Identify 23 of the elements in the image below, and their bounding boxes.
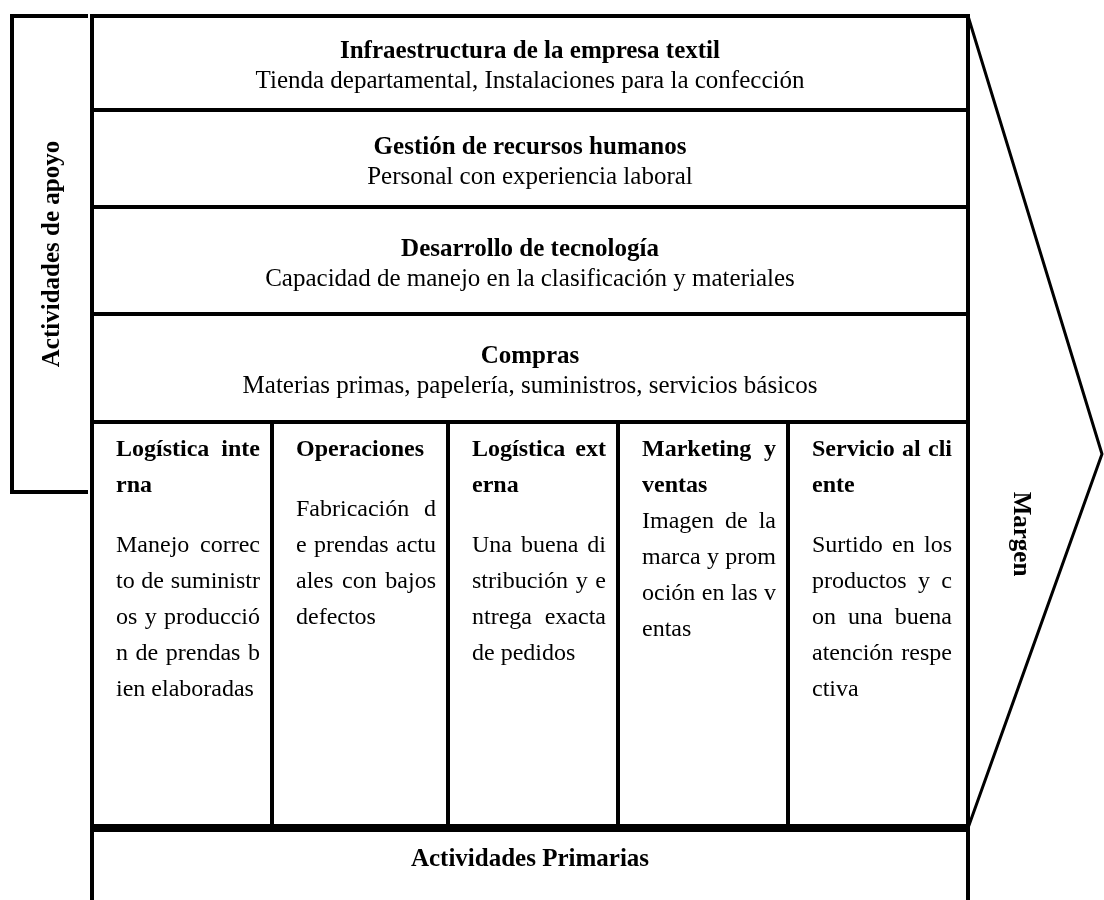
- primary-activity-box: [786, 420, 970, 828]
- primary-activities-band: [90, 828, 970, 900]
- margin-label: Margen: [1008, 491, 1036, 577]
- activity-heading: Compras: [480, 340, 580, 370]
- activity-heading: Desarrollo de tecnología: [401, 232, 659, 263]
- activity-heading: Gestión de recursos humanos: [373, 130, 687, 161]
- activity-description: Manejo correcto de suministros y producción de prendas bien elaboradas: [116, 530, 260, 703]
- activity-heading: Operaciones: [296, 434, 425, 463]
- band-label: Actividades Primarias: [410, 844, 650, 873]
- activity-heading: Logística interna: [116, 434, 260, 499]
- activity-heading: Logística externa: [472, 434, 606, 499]
- activity-description: Materias primas, papelería, suministros, servicios básicos: [242, 370, 818, 400]
- vertical-label: Actividades de apoyo: [37, 139, 65, 370]
- activity-description: Tienda departamental, Instalaciones para la confección: [255, 65, 805, 95]
- activity-heading: Marketing y ventas: [642, 434, 776, 499]
- activity-description: Surtido en los productos y con una buena atención respectiva: [812, 530, 952, 703]
- activity-description: Capacidad de manejo en la clasificación y materiales: [265, 262, 795, 293]
- activity-description: Personal con experiencia laboral: [367, 160, 693, 191]
- activity-heading: Servicio al cliente: [812, 434, 952, 499]
- activity-heading: Infraestructura de la empresa textil: [340, 35, 720, 65]
- activity-description: Fabricación de prendas actuales con bajos defectos: [296, 494, 436, 631]
- activity-description: Una buena distribución y entrega exacta de pedidos: [472, 530, 606, 667]
- activity-description: Imagen de la marca y promoción en las ventas: [642, 506, 776, 643]
